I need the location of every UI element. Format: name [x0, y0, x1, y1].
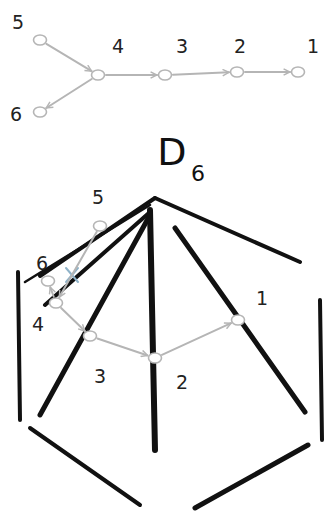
polytope-edge: [175, 228, 305, 412]
dynkin-node: 1: [230, 314, 246, 326]
polytope-edge: [150, 210, 155, 450]
node-circle: [82, 330, 98, 342]
node-number: 5: [12, 13, 24, 32]
polytope-edge: [18, 272, 20, 420]
node-number: 1: [256, 289, 268, 308]
node-circle: [230, 314, 246, 326]
dynkin-arrow: [61, 308, 85, 331]
dynkin-node: 3: [157, 69, 173, 81]
polytope-edge: [320, 300, 322, 440]
node-circle: [229, 66, 245, 78]
node-circle: [40, 275, 56, 287]
diagram-title-letter: 6: [191, 163, 205, 185]
node-number: 3: [94, 367, 106, 386]
dynkin-node: 4: [90, 69, 106, 81]
dynkin-arrow: [59, 232, 96, 297]
node-circle: [48, 297, 64, 309]
dynkin-arrow: [46, 44, 91, 71]
dynkin-arrow: [46, 79, 91, 108]
node-number: 2: [176, 373, 188, 392]
node-number: 4: [32, 315, 44, 334]
dynkin-arrow: [245, 71, 290, 73]
dynkin-node: 2: [147, 352, 163, 364]
node-circle: [90, 69, 106, 81]
polytope-edge: [25, 205, 150, 282]
dynkin-node: 3: [82, 330, 98, 342]
node-circle: [147, 352, 163, 364]
node-number: 6: [10, 105, 22, 124]
polytope-edge: [195, 445, 308, 508]
dynkin-arrow: [106, 74, 157, 76]
node-circle: [290, 66, 306, 78]
polytope-edge: [30, 428, 140, 505]
dynkin-arrow: [173, 72, 229, 74]
dynkin-node: 2: [229, 66, 245, 78]
dynkin-arrow: [50, 287, 53, 297]
node-circle: [32, 106, 48, 118]
node-number: 4: [112, 37, 124, 56]
node-circle: [32, 34, 48, 46]
dynkin-node: 1: [290, 66, 306, 78]
dynkin-node: 4: [48, 297, 64, 309]
polytope-edge: [45, 212, 150, 305]
node-number: 5: [92, 188, 104, 207]
node-number: 3: [176, 37, 188, 56]
dynkin-node: 6: [40, 275, 56, 287]
node-circle: [157, 69, 173, 81]
polytope-edge: [40, 215, 150, 415]
node-circle: [92, 220, 108, 232]
dynkin-node: 6: [32, 106, 48, 118]
node-number: 2: [234, 37, 246, 56]
dynkin-node: 5: [92, 220, 108, 232]
dynkin-arrow: [162, 323, 231, 355]
diagram-title-letter: D: [157, 133, 186, 171]
dynkin-node: 5: [32, 34, 48, 46]
node-number: 6: [36, 254, 48, 273]
dynkin-arrow: [97, 338, 147, 355]
node-number: 1: [307, 37, 319, 56]
